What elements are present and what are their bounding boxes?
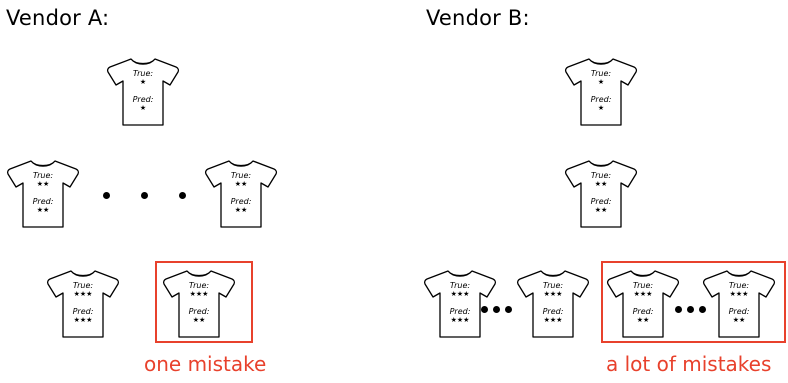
true-label: True: (32, 171, 54, 180)
dot (103, 192, 110, 199)
tshirt-outline (106, 58, 180, 126)
true-label: True: (590, 171, 612, 180)
pred-label: Pred: (32, 197, 54, 206)
tshirt-outline (162, 270, 236, 338)
pred-stars: ★★ (192, 316, 206, 324)
tshirt-outline (702, 270, 776, 338)
dot (493, 306, 500, 313)
true-label: True: (632, 281, 654, 290)
tshirt-outline (204, 160, 278, 228)
true-stars: ★★ (594, 180, 608, 188)
true-stars: ★ (139, 78, 147, 86)
tshirt-outline (564, 58, 638, 126)
tshirt-icon: True: ★★★ Pred: ★★★ (46, 268, 120, 340)
true-stars: ★★★ (450, 290, 470, 298)
true-label: True: (132, 69, 154, 78)
dot (141, 192, 148, 199)
pred-stars: ★★ (636, 316, 650, 324)
true-stars: ★★ (36, 180, 50, 188)
pred-label: Pred: (230, 197, 252, 206)
pred-label: Pred: (132, 95, 154, 104)
tshirt-icon: True: ★★★ Pred: ★★ (702, 268, 776, 340)
mistake-annotation: a lot of mistakes (606, 352, 772, 376)
true-stars: ★★★ (729, 290, 749, 298)
pred-stars: ★★ (594, 206, 608, 214)
mistake-annotation: one mistake (144, 352, 267, 376)
tshirt-outline (606, 270, 680, 338)
dot (481, 306, 488, 313)
mistake-highlight-box (155, 261, 253, 343)
true-stars: ★★ (234, 180, 248, 188)
pred-label: Pred: (590, 95, 612, 104)
pred-stars: ★★★ (73, 316, 93, 324)
true-stars: ★★★ (633, 290, 653, 298)
dot (505, 306, 512, 313)
pred-label: Pred: (542, 307, 564, 316)
tshirt-icon: True: ★★★ Pred: ★★ (606, 268, 680, 340)
true-stars: ★★★ (189, 290, 209, 298)
pred-stars: ★ (597, 104, 605, 112)
dot (687, 306, 694, 313)
tshirt-icon: True: ★★ Pred: ★★ (6, 158, 80, 230)
tshirt-outline (46, 270, 120, 338)
tshirt-icon: True: ★★ Pred: ★★ (204, 158, 278, 230)
pred-label: Pred: (449, 307, 471, 316)
tshirt-icon: True: ★ Pred: ★ (106, 56, 180, 128)
tshirt-outline (564, 160, 638, 228)
pred-stars: ★★★ (450, 316, 470, 324)
vendor-b-title: Vendor B: (426, 6, 530, 30)
true-label: True: (449, 281, 471, 290)
true-label: True: (72, 281, 94, 290)
dot (179, 192, 186, 199)
tshirt-outline (6, 160, 80, 228)
true-label: True: (230, 171, 252, 180)
true-stars: ★★★ (543, 290, 563, 298)
pred-stars: ★★ (36, 206, 50, 214)
tshirt-outline (423, 270, 497, 338)
tshirt-icon: True: ★ Pred: ★ (564, 56, 638, 128)
dot (675, 306, 682, 313)
pred-stars: ★★★ (543, 316, 563, 324)
true-label: True: (590, 69, 612, 78)
pred-stars: ★★ (732, 316, 746, 324)
pred-label: Pred: (728, 307, 750, 316)
pred-label: Pred: (590, 197, 612, 206)
pred-label: Pred: (188, 307, 210, 316)
vendor-a-title: Vendor A: (6, 6, 110, 30)
tshirt-icon: True: ★★★ Pred: ★★★ (423, 268, 497, 340)
tshirt-outline (516, 270, 590, 338)
pred-label: Pred: (72, 307, 94, 316)
true-stars: ★ (597, 78, 605, 86)
pred-stars: ★★ (234, 206, 248, 214)
dot (699, 306, 706, 313)
true-label: True: (542, 281, 564, 290)
true-label: True: (728, 281, 750, 290)
tshirt-icon: True: ★★ Pred: ★★ (564, 158, 638, 230)
tshirt-icon: True: ★★★ Pred: ★★★ (516, 268, 590, 340)
true-stars: ★★★ (73, 290, 93, 298)
true-label: True: (188, 281, 210, 290)
pred-label: Pred: (632, 307, 654, 316)
tshirt-icon: True: ★★★ Pred: ★★ (162, 268, 236, 340)
mistake-highlight-box (601, 261, 786, 343)
pred-stars: ★ (139, 104, 147, 112)
